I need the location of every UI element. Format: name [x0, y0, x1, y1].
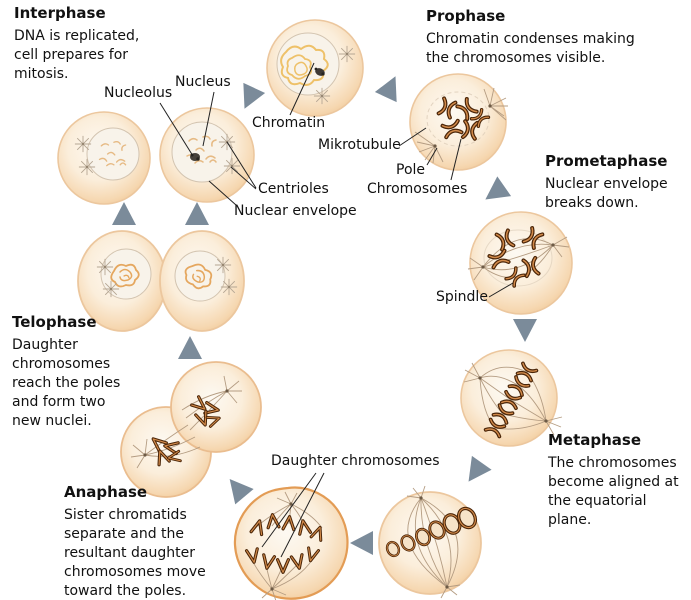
flow-arrow: [178, 336, 202, 359]
label-nucleus: Nucleus: [175, 74, 231, 90]
interphase-title: Interphase: [14, 4, 106, 22]
pointer-line-microtubule: [398, 127, 427, 147]
label-nuclear-envelope: Nuclear envelope: [234, 203, 357, 219]
flow-arrow: [220, 471, 254, 505]
metaphase-polar-view-cell: [378, 485, 482, 599]
nucleolus-blob: [314, 67, 325, 76]
daughter-cells: [77, 230, 245, 332]
interphase-description: DNA is replicated, cell prepares for mit…: [14, 28, 140, 82]
label-chromatin: Chromatin: [252, 115, 326, 131]
anaphase-cell: [233, 486, 349, 600]
label-spindle: Spindle: [436, 289, 488, 305]
telophase-title: Telophase: [12, 313, 97, 331]
interphase-cell-top: [266, 19, 364, 117]
anaphase-title: Anaphase: [64, 483, 148, 501]
label-nucleolus: Nucleolus: [104, 85, 173, 101]
flow-arrow: [513, 319, 537, 342]
label-microtubule: Mikrotubule: [318, 137, 401, 153]
anaphase-description: Sister chromatids separate and the resul…: [64, 507, 206, 599]
pointer-line-nucleolus: [159, 102, 194, 157]
flow-arrow: [185, 202, 209, 225]
pointer-lines: [159, 62, 514, 558]
prophase-description: Chromatin condenses making the chromosom…: [426, 31, 635, 66]
prometaphase-cell: [467, 211, 573, 315]
label-chromosomes: Chromosomes: [367, 181, 468, 197]
pointer-line-centrioles: [226, 141, 257, 190]
interphase-cell-right: [159, 107, 255, 203]
telophase-cells: [120, 361, 262, 498]
prometaphase-description: Nuclear envelope breaks down.: [545, 176, 668, 211]
metaphase-text-block: Metaphase The chromosomes become aligned…: [548, 431, 679, 530]
interphase-cell-left: [57, 111, 151, 205]
flow-arrow: [233, 82, 266, 114]
pointer-line-daughter-chromosomes: [261, 472, 325, 558]
prophase-cell: [409, 73, 508, 171]
interphase-text-block: Interphase DNA is replicated, cell prepa…: [14, 4, 139, 84]
pointer-line-spindle: [488, 282, 514, 298]
anaphase-text-block: Anaphase Sister chromatids separate and …: [64, 483, 206, 600]
metaphase-cell: [460, 349, 563, 447]
pointer-line-chromatin: [289, 62, 315, 116]
prophase-text-block: Prophase Chromatin condenses making the …: [426, 7, 635, 68]
prophase-title: Prophase: [426, 7, 506, 25]
metaphase-title: Metaphase: [548, 431, 642, 449]
metaphase-description: The chromosomes become aligned at the eq…: [548, 455, 679, 528]
chromatin-mass: [280, 44, 329, 86]
label-centrioles: Centrioles: [258, 181, 329, 197]
prometaphase-text-block: Prometaphase Nuclear envelope breaks dow…: [545, 152, 668, 213]
prometaphase-title: Prometaphase: [545, 152, 668, 170]
telophase-description: Daughter chromosomes reach the poles and…: [12, 337, 121, 429]
pointer-line-pole: [426, 147, 438, 166]
pointer-line-nuclear-envelope: [208, 180, 237, 206]
pointer-line-nucleus: [202, 91, 215, 147]
label-pole: Pole: [396, 162, 426, 178]
flow-arrow: [458, 455, 492, 489]
flow-arrow: [112, 202, 136, 225]
flow-arrow: [374, 71, 407, 103]
telophase-text-block: Telophase Daughter chromosomes reach the…: [12, 313, 120, 431]
flow-arrow: [350, 531, 373, 555]
pointer-line-chromosomes: [450, 138, 462, 181]
label-daughter-chromosomes: Daughter chromosomes: [271, 453, 440, 469]
flow-arrow: [478, 176, 512, 210]
